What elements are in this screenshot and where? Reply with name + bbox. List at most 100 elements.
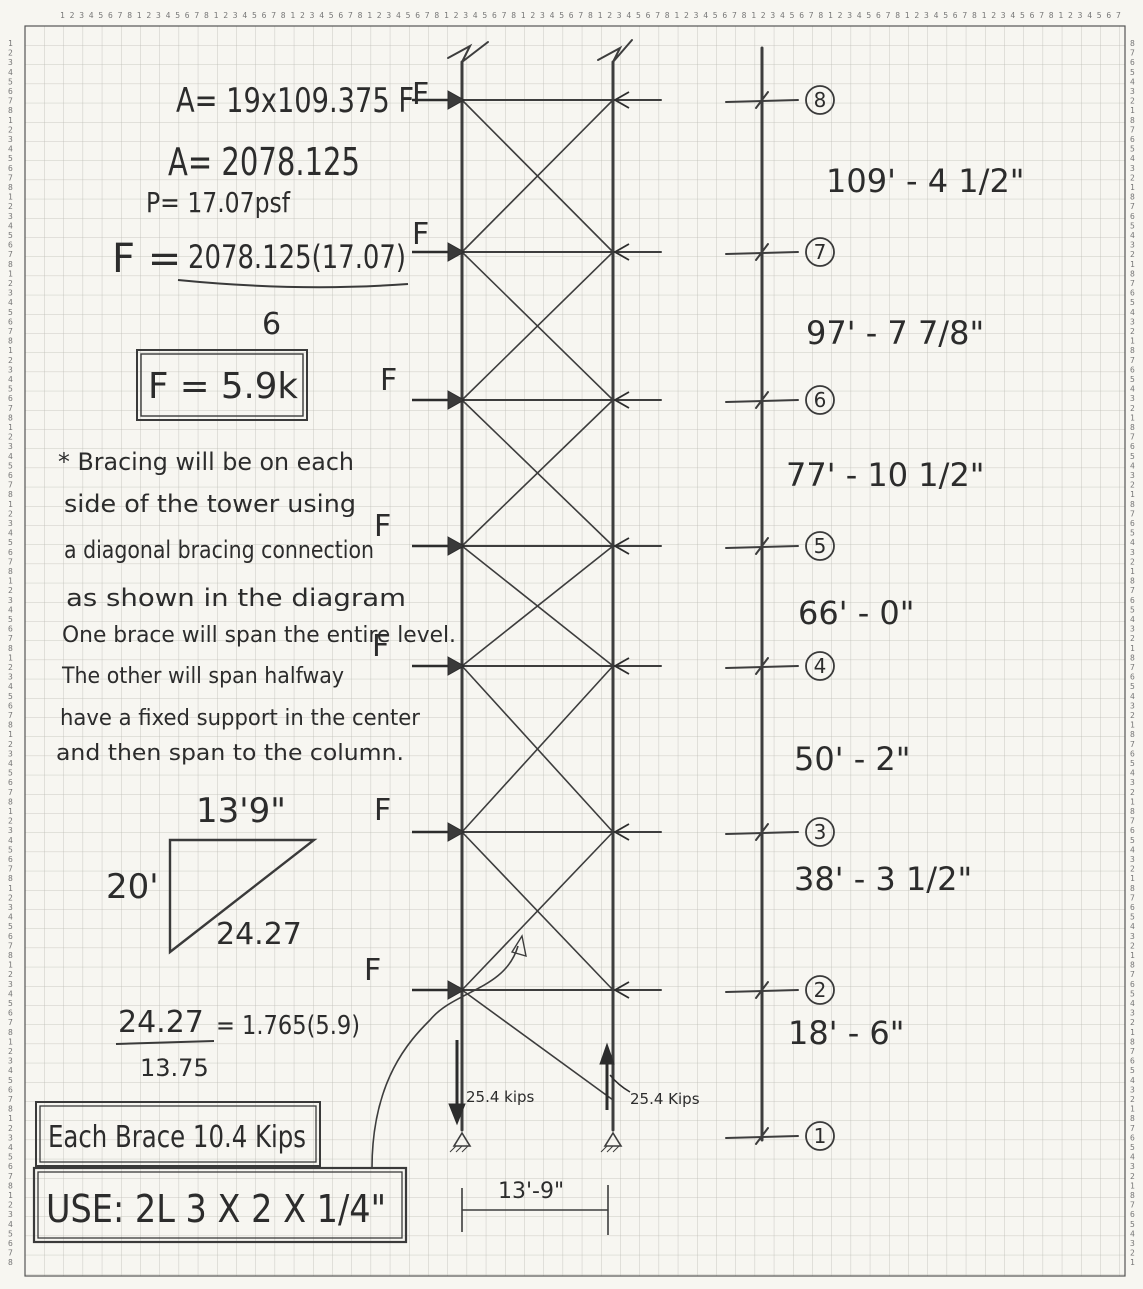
ruler-digit: 3 [8,903,13,912]
ruler-digit: 1 [8,39,13,48]
ruler-digit: 7 [1130,509,1135,518]
ruler-digit: 1 [1130,413,1135,422]
ruler-digit: 4 [8,221,13,230]
ruler-digit: 6 [1030,11,1035,20]
ruler-digit: 6 [8,932,13,941]
ruler-digit: 2 [8,433,13,442]
ruler-digit: 5 [8,1229,13,1238]
ruler-digit: 5 [8,385,13,394]
ruler-digit: 3 [617,11,622,20]
ruler-digit: 6 [8,855,13,864]
force-label: F [380,363,397,398]
ruler-digit: 6 [185,11,190,20]
ruler-digit: 2 [8,893,13,902]
ruler-digit: 8 [1130,346,1135,355]
ruler-digit: 2 [454,11,459,20]
ruler-digit: 2 [607,11,612,20]
ruler-digit: 3 [8,442,13,451]
reaction-left-label: 25.4 kips [466,1088,535,1106]
ruler-digit: 4 [8,145,13,154]
ruler-digit: 1 [1058,11,1063,20]
ruler-digit: 4 [8,1066,13,1075]
note-line-4: as shown in the diagram [66,584,406,612]
ruler-digit: 8 [8,721,13,730]
tower-frame [447,39,799,1145]
ruler-digit: 4 [1130,308,1135,317]
ruler-digit: 8 [1130,193,1135,202]
ruler-digit: 1 [982,11,987,20]
use-text: USE: 2L 3 X 2 X 1/4" [46,1187,386,1231]
level-number: 7 [814,240,827,264]
ruler-digit: 5 [1130,605,1135,614]
ruler-digit: 8 [8,1105,13,1114]
ruler-digit: 6 [1130,1210,1135,1219]
ruler-digit: 3 [1130,87,1135,96]
ruler-digit: 3 [8,1133,13,1142]
calc-force-lhs: F = [112,236,181,282]
ratio-bar [115,1040,215,1045]
ruler-digit: 6 [1130,1133,1135,1142]
level-tick-slash [755,823,769,841]
ruler-digit: 3 [1130,701,1135,710]
ruler-digit: 2 [8,1201,13,1210]
ruler-digit: 4 [1130,1076,1135,1085]
ruler-digit: 3 [1130,1239,1135,1248]
ruler-digit: 3 [79,11,84,20]
level-tick-slash [755,1127,769,1145]
ruler-digit: 5 [8,77,13,86]
ruler-digit: 6 [1130,903,1135,912]
ruler-digit: 5 [1130,682,1135,691]
ruler-digit: 3 [1130,855,1135,864]
ruler-digit: 4 [8,529,13,538]
ruler-digit: 1 [8,884,13,893]
level-tick-slash [755,537,769,555]
ruler-digit: 1 [8,807,13,816]
ruler-digit: 2 [70,11,75,20]
ruler-digit: 5 [175,11,180,20]
brace-triangle [168,838,318,955]
ruler-digit: 4 [1130,231,1135,240]
ruler-digit: 3 [1130,548,1135,557]
ruler-digit: 7 [1130,49,1135,58]
ruler-digit: 6 [108,11,113,20]
ruler-digit: 4 [626,11,631,20]
ruler-digit: 4 [1130,845,1135,854]
ruler-digit: 3 [1130,1162,1135,1171]
ruler-digit: 7 [962,11,967,20]
ruler-digit: 2 [8,509,13,518]
fraction-bar [177,279,409,289]
ruler-digit: 5 [713,11,718,20]
ruler-digit: 6 [1130,596,1135,605]
ruler-digit: 8 [818,11,823,20]
ruler-digit: 2 [1130,327,1135,336]
diagonal-brace [461,251,614,401]
ruler-digit: 7 [1130,1201,1135,1210]
level-marker: 5 [805,531,835,561]
ruler-digit: 3 [463,11,468,20]
ruler-digit: 8 [665,11,670,20]
ruler-digit: 1 [8,346,13,355]
lateral-force-arrow: F [412,217,630,262]
ruler-digit: 5 [8,308,13,317]
ruler-digit: 5 [1130,298,1135,307]
ruler-digit: 4 [550,11,555,20]
ruler-digit: 1 [1130,644,1135,653]
ruler-digit: 7 [809,11,814,20]
ratio-numerator: 24.27 [118,1005,204,1040]
ruler-digit: 5 [8,1076,13,1085]
level-tick-slash [755,981,769,999]
ruler-digit: 5 [98,11,103,20]
supports [449,1131,623,1153]
ruler-digit: 5 [8,1153,13,1162]
ruler-digit: 7 [1130,125,1135,134]
break-mark-right [597,39,633,63]
ruler-digit: 6 [338,11,343,20]
ruler-digit: 4 [1130,999,1135,1008]
ruler-digit: 1 [8,577,13,586]
ruler-digit: 7 [1130,817,1135,826]
ruler-digit: 2 [761,11,766,20]
ruler-digit: 8 [1130,1114,1135,1123]
ruler-digit: 6 [1130,1057,1135,1066]
ruler-digit: 3 [8,980,13,989]
ruler-digit: 3 [1001,11,1006,20]
